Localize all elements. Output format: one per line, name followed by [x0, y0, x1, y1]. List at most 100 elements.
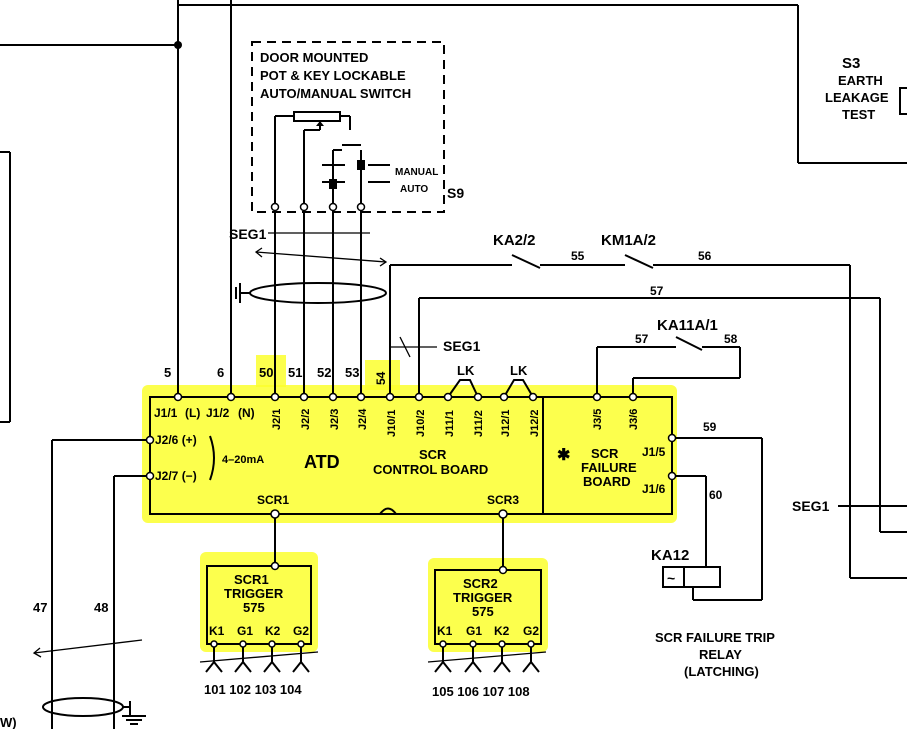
pin-j2-3: J2/3	[329, 409, 341, 430]
pin-j3-5: J3/5	[592, 409, 604, 430]
pin-j10-2: J10/2	[415, 409, 427, 437]
trigger-links	[274, 518, 504, 570]
seg1-mid-label: SEG1	[443, 338, 481, 354]
s9-switch-box: DOOR MOUNTED POT & KEY LOCKABLE AUTO/MAN…	[251, 41, 464, 213]
failure-line1: SCR	[591, 446, 619, 461]
trigger1-k2: K2	[265, 624, 281, 638]
atd-label: ATD	[304, 452, 340, 472]
pin-j2-7: J2/7 (−)	[155, 469, 197, 483]
pin-j1-2: J1/2	[206, 406, 230, 420]
trigger1-k1: K1	[209, 624, 225, 638]
supply-wires	[0, 0, 907, 397]
seg1-top-label: SEG1	[229, 226, 267, 242]
wire-60-label: 60	[709, 488, 723, 502]
pin-j11-1: J11/1	[444, 410, 456, 437]
s3-line2: LEAKAGE	[825, 90, 889, 105]
left-edge-panel	[0, 151, 11, 423]
contactor-chain: KA2/2 KM1A/2 55 56	[389, 232, 907, 579]
ka11a-label: KA11A/1	[657, 317, 718, 334]
scr-label: SCR	[419, 447, 447, 462]
wire-57-label: 57	[650, 284, 664, 298]
scr3-label: SCR3	[487, 493, 519, 507]
relay-line3: (LATCHING)	[684, 664, 759, 679]
s3-tag: S3	[842, 55, 860, 72]
s3-line3: TEST	[842, 107, 875, 122]
switch-box-line2: POT & KEY LOCKABLE	[260, 68, 406, 83]
atd-control-board: J1/1 (L) J1/2 (N) J2/1 J2/2 J2/3 J2/4 J1…	[145, 392, 673, 519]
pin-j12-1: J12/1	[500, 409, 512, 437]
seg1-right: SEG1	[792, 498, 907, 514]
wire-58-label: 58	[724, 332, 738, 346]
trigger2-g2: G2	[523, 624, 539, 638]
s9-tag: S9	[447, 185, 464, 201]
auto-label: AUTO	[400, 184, 428, 195]
scr-failure-board: J3/5 J3/6 ✱ SCR FAILURE BOARD J1/5 J1/6	[557, 409, 677, 496]
analog-loop-wires: 47 48 W)	[0, 439, 146, 729]
wire-53-label: 53	[345, 365, 359, 380]
scr1-label: SCR1	[257, 493, 289, 507]
pin-j10-1: J10/1	[386, 409, 398, 437]
pin-j12-2: J12/2	[529, 409, 541, 437]
s3-line1: EARTH	[838, 73, 883, 88]
manual-label: MANUAL	[395, 167, 438, 178]
wire-48-label: 48	[94, 600, 108, 615]
trigger1-line1: SCR1	[234, 572, 269, 587]
wire-50-label: 50	[259, 365, 273, 380]
corner-text: W)	[0, 715, 17, 729]
pin-j11-2: J11/2	[473, 410, 485, 437]
trigger1-numbers: 101 102 103 104	[204, 682, 302, 697]
trigger2-line1: SCR2	[463, 576, 498, 591]
trigger2-k1: K1	[437, 624, 453, 638]
ka2-label: KA2/2	[493, 232, 536, 249]
pin-j1-6: J1/6	[642, 482, 666, 496]
seg1-right-label: SEG1	[792, 498, 830, 514]
pin-j3-6: J3/6	[628, 409, 640, 430]
wire-5-label: 5	[164, 365, 171, 380]
ma-label: 4–20mA	[222, 454, 264, 466]
switch-box-line1: DOOR MOUNTED	[260, 50, 368, 65]
failure-line3: BOARD	[583, 474, 631, 489]
star-mark: ✱	[557, 447, 570, 464]
lk2-label: LK	[510, 363, 528, 378]
pin-j2-2: J2/2	[300, 409, 312, 430]
trigger2-g1: G1	[466, 624, 482, 638]
trigger2-line3: 575	[472, 604, 494, 619]
lk-jumpers: LK LK	[447, 363, 534, 398]
trigger1-line2: TRIGGER	[224, 586, 284, 601]
relay-line1: SCR FAILURE TRIP	[655, 630, 775, 645]
wire-57: 57 SEG1	[390, 284, 907, 533]
switch-box-line3: AUTO/MANUAL SWITCH	[260, 86, 411, 101]
wire-55-label: 55	[571, 249, 585, 263]
wire-56-label: 56	[698, 249, 712, 263]
pin-j2-6: J2/6 (+)	[155, 433, 197, 447]
relay-line2: RELAY	[699, 647, 742, 662]
trigger2-line2: TRIGGER	[453, 590, 513, 605]
trigger1-line3: 575	[243, 600, 265, 615]
pin-l: (L)	[185, 406, 200, 420]
scr2-trigger: SCR2 TRIGGER 575 K1 G1 K2 G2 105 106 107…	[427, 565, 547, 699]
control-board-label: CONTROL BOARD	[373, 462, 488, 477]
lk1-label: LK	[457, 363, 475, 378]
ka12-relay: 59 60 KA12 ~ SCR FAILURE TRIP RELAY (LAT…	[651, 420, 775, 679]
switch-wires: SEG1	[229, 211, 388, 397]
km1a-label: KM1A/2	[601, 232, 656, 249]
scr1-trigger: SCR1 TRIGGER 575 K1 G1 K2 G2 101 102 103…	[199, 561, 319, 697]
wire-numbers: 5 6 50 51 52 53 54	[164, 365, 388, 385]
pin-j1-5: J1/5	[642, 445, 666, 459]
failure-line2: FAILURE	[581, 460, 637, 475]
trigger2-numbers: 105 106 107 108	[432, 684, 530, 699]
pin-j2-4: J2/4	[357, 408, 369, 430]
relay-coil-symbol: ~	[667, 570, 675, 586]
ka12-tag: KA12	[651, 547, 689, 564]
s3-earth-leakage-test: S3 EARTH LEAKAGE TEST	[825, 55, 907, 122]
pin-j2-1: J2/1	[271, 409, 283, 430]
wire-51-label: 51	[288, 365, 302, 380]
wire-59-label: 59	[703, 420, 717, 434]
wire-6-label: 6	[217, 365, 224, 380]
wire-57b-label: 57	[635, 332, 649, 346]
trigger2-k2: K2	[494, 624, 510, 638]
trigger1-g2: G2	[293, 624, 309, 638]
wire-47-label: 47	[33, 600, 47, 615]
pin-n: (N)	[238, 406, 255, 420]
